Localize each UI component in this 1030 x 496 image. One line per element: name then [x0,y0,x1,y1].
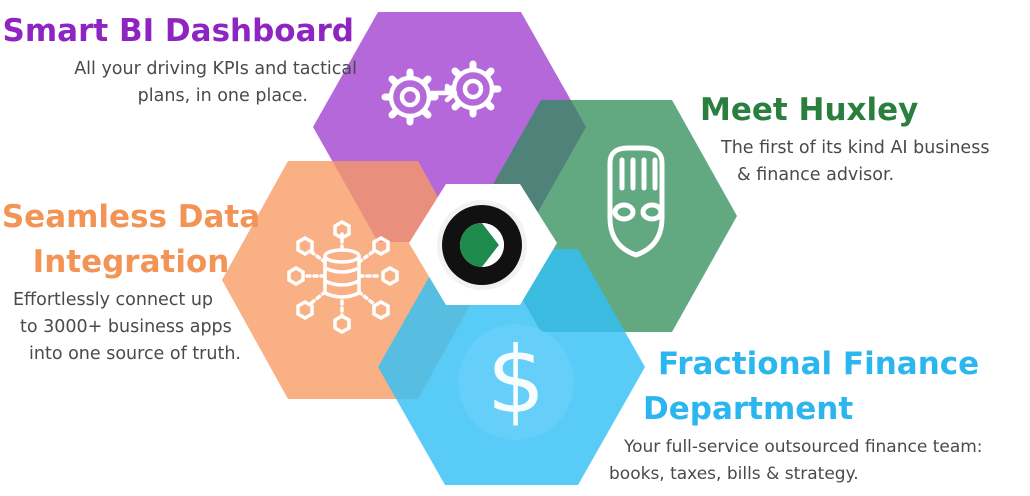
huxley-title: Meet Huxley [700,92,919,128]
play-circle-logo-icon [437,200,527,290]
alien-face-icon [607,145,665,258]
finance-title-line1: Fractional Finance [658,346,980,382]
gears-icon [381,60,502,126]
data-title-line2: Integration [32,244,230,280]
huxley-desc-line2: & finance advisor. [737,165,895,185]
finance-desc-line2: books, taxes, bills & strategy. [609,464,859,484]
data-desc-line3: into one source of truth. [29,344,241,364]
svg-text:$: $ [487,327,546,434]
finance-desc-line1: Your full-service outsourced finance tea… [624,437,983,457]
huxley-desc-line1: The first of its kind AI business [721,138,990,158]
data-desc-line1: Effortlessly connect up [13,290,214,310]
database-network-icon [287,219,399,335]
finance-title-line2: Department [643,391,854,427]
hexagon-blue [378,249,645,485]
bi-desc-line1: All your driving KPIs and tactical [74,59,357,79]
bi-desc-line2: plans, in one place. [137,86,308,106]
bi-title: Smart BI Dashboard [2,13,354,49]
data-title-line1: Seamless Data [1,199,261,235]
data-desc-line2: to 3000+ business apps [20,317,232,337]
dollar-icon: $ [458,324,574,440]
